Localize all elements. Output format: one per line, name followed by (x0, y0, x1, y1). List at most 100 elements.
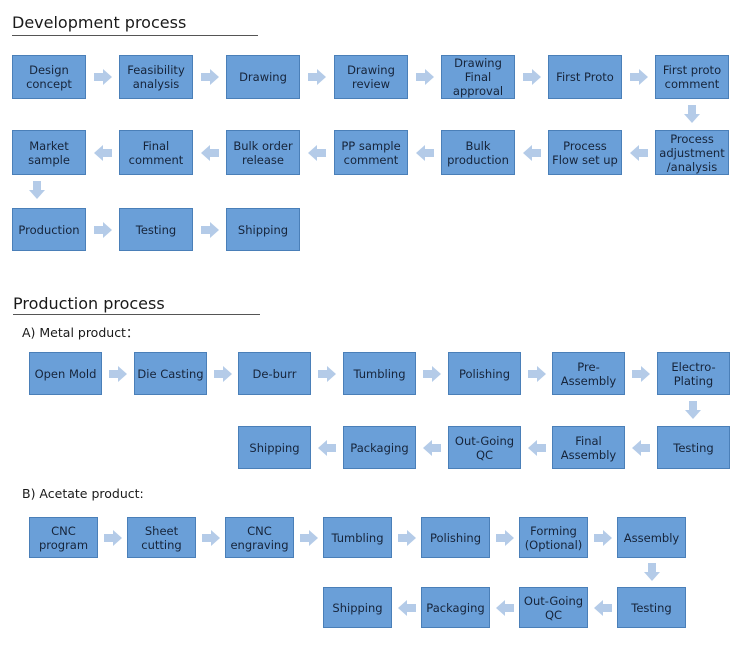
acetate-r2-box-out-going-qc-label: Out-Going QC (523, 593, 584, 622)
dev-r1-box-first-proto-comment: First proto comment (655, 55, 729, 99)
metal-r1-arrow-0-icon (109, 365, 127, 382)
dev-down-arrow-1-icon (684, 105, 700, 123)
metal-r1-box-pre-assembly-label: Pre- Assembly (560, 359, 617, 388)
acetate-r2-arrow-1-icon (495, 599, 514, 616)
dev-r2-arrow-4-icon (200, 144, 219, 161)
dev-r1-arrow-4-icon (522, 69, 541, 85)
dev-r2-box-final-comment-label: Final comment (128, 138, 184, 167)
acetate-product-label: B) Acetate product: (22, 486, 144, 501)
acetate-r1-box-polishing-label: Polishing (429, 530, 481, 545)
dev-r2-arrow-3-icon (308, 144, 326, 161)
acetate-r2-box-shipping: Shipping (323, 587, 392, 628)
dev-r3-arrow-0-icon (93, 221, 112, 238)
dev-r2-box-process-flow-set-up: Process Flow set up (548, 130, 622, 175)
metal-r1-box-pre-assembly: Pre- Assembly (552, 352, 625, 395)
metal-r1-box-tumbling-label: Tumbling (353, 366, 406, 381)
dev-down-arrow-2-icon (29, 181, 45, 199)
dev-r2-box-market-sample: Market sample (12, 130, 86, 175)
dev-r1-box-drawing-label: Drawing (239, 70, 287, 84)
metal-r1-box-electro-plating-label: Electro- Plating (671, 359, 716, 388)
acetate-r1-box-cnc-program: CNC program (29, 517, 98, 558)
metal-r1-box-die-casting: Die Casting (134, 352, 207, 395)
production-title-underline (13, 314, 260, 315)
metal-r1-box-de-burr-label: De-burr (252, 366, 297, 381)
metal-r1-box-open-mold: Open Mold (29, 352, 102, 395)
acetate-r1-arrow-3-icon (397, 529, 416, 546)
acetate-r1-arrow-1-icon (201, 529, 220, 546)
acetate-r2-box-packaging: Packaging (421, 587, 490, 628)
dev-r1-box-first-proto-label: First Proto (556, 70, 614, 84)
metal-r2-arrow-1-icon (423, 439, 441, 456)
dev-r3-box-testing-label: Testing (135, 222, 177, 237)
acetate-r1-box-cnc-engraving: CNC engraving (225, 517, 294, 558)
dev-r1-box-drawing-review: Drawing review (334, 55, 408, 99)
dev-r3-arrow-1-icon (200, 221, 219, 238)
acetate-down-arrow-icon (644, 563, 660, 581)
metal-r1-box-polishing: Polishing (448, 352, 521, 395)
dev-r2-box-bulk-production: Bulk production (441, 130, 515, 175)
metal-r1-arrow-4-icon (527, 365, 546, 382)
dev-r2-box-pp-sample-comment-label: PP sample comment (341, 138, 401, 167)
dev-r2-arrow-5-icon (93, 144, 112, 161)
metal-r2-box-out-going-qc: Out-Going QC (448, 426, 521, 469)
acetate-r1-arrow-4-icon (495, 529, 514, 546)
dev-r2-box-process-flow-set-up-label: Process Flow set up (552, 138, 618, 167)
dev-r3-box-testing: Testing (119, 208, 193, 251)
metal-r1-box-open-mold-label: Open Mold (34, 366, 97, 381)
acetate-r1-arrow-0-icon (103, 529, 122, 546)
production-process-title: Production process (13, 294, 165, 313)
dev-r3-box-production: Production (12, 208, 86, 251)
dev-r2-box-bulk-production-label: Bulk production (447, 138, 509, 167)
acetate-r1-box-sheet-cutting-label: Sheet cutting (141, 523, 182, 552)
acetate-r1-box-tumbling: Tumbling (323, 517, 392, 558)
metal-r2-box-shipping-label: Shipping (249, 440, 300, 455)
metal-r2-box-final-assembly: Final Assembly (552, 426, 625, 469)
dev-r2-box-process-adjustment-analysis: Process adjustment /analysis (655, 130, 729, 175)
metal-r1-box-de-burr: De-burr (238, 352, 311, 395)
dev-r1-arrow-0-icon (93, 69, 112, 85)
dev-r1-box-design-concept: Design concept (12, 55, 86, 99)
acetate-r1-box-sheet-cutting: Sheet cutting (127, 517, 196, 558)
acetate-r1-box-assembly: Assembly (617, 517, 686, 558)
dev-r1-arrow-3-icon (415, 69, 434, 85)
metal-r2-arrow-2-icon (527, 439, 546, 456)
acetate-r1-box-forming-optional-label: Forming (Optional) (524, 523, 583, 552)
dev-r1-box-drawing-review-label: Drawing review (347, 63, 395, 91)
dev-r1-box-first-proto-comment-label: First proto comment (662, 63, 722, 91)
metal-r2-box-out-going-qc-label: Out-Going QC (454, 433, 515, 462)
development-title-underline (12, 35, 258, 36)
metal-r1-box-electro-plating: Electro- Plating (657, 352, 730, 395)
acetate-r1-box-cnc-engraving-label: CNC engraving (230, 523, 289, 552)
dev-r3-box-production-label: Production (18, 222, 80, 237)
dev-r1-box-first-proto: First Proto (548, 55, 622, 99)
acetate-r2-arrow-0-icon (397, 599, 416, 616)
metal-r1-arrow-2-icon (318, 365, 336, 382)
metal-r2-box-packaging-label: Packaging (350, 440, 409, 455)
metal-r2-arrow-3-icon (632, 439, 650, 456)
metal-r1-box-polishing-label: Polishing (458, 366, 510, 381)
dev-r1-box-feasibility-analysis: Feasibility analysis (119, 55, 193, 99)
dev-r3-box-shipping-label: Shipping (237, 222, 289, 237)
acetate-r1-arrow-5-icon (593, 529, 612, 546)
metal-product-label: A) Metal product： (22, 325, 139, 340)
dev-r2-box-bulk-order-release: Bulk order release (226, 130, 300, 175)
metal-r1-box-die-casting-label: Die Casting (137, 366, 204, 381)
dev-r2-box-pp-sample-comment: PP sample comment (334, 130, 408, 175)
acetate-r1-arrow-2-icon (299, 529, 318, 546)
dev-r2-box-process-adjustment-analysis-label: Process adjustment /analysis (659, 131, 725, 174)
dev-r1-box-drawing-final-approval: Drawing Final approval (441, 55, 515, 99)
dev-r3-box-shipping: Shipping (226, 208, 300, 251)
development-process-title: Development process (12, 13, 187, 32)
acetate-r1-box-assembly-label: Assembly (623, 530, 680, 545)
metal-r2-box-shipping: Shipping (238, 426, 311, 469)
dev-r2-box-market-sample-label: Market sample (28, 138, 70, 167)
acetate-r1-box-forming-optional: Forming (Optional) (519, 517, 588, 558)
acetate-r2-arrow-2-icon (593, 599, 612, 616)
metal-r2-box-testing-label: Testing (673, 440, 714, 455)
dev-r1-arrow-5-icon (629, 69, 648, 85)
metal-r2-box-final-assembly-label: Final Assembly (560, 433, 617, 462)
metal-r2-box-packaging: Packaging (343, 426, 416, 469)
acetate-r2-box-out-going-qc: Out-Going QC (519, 587, 588, 628)
dev-r2-arrow-0-icon (629, 144, 648, 161)
dev-r2-arrow-1-icon (522, 144, 541, 161)
